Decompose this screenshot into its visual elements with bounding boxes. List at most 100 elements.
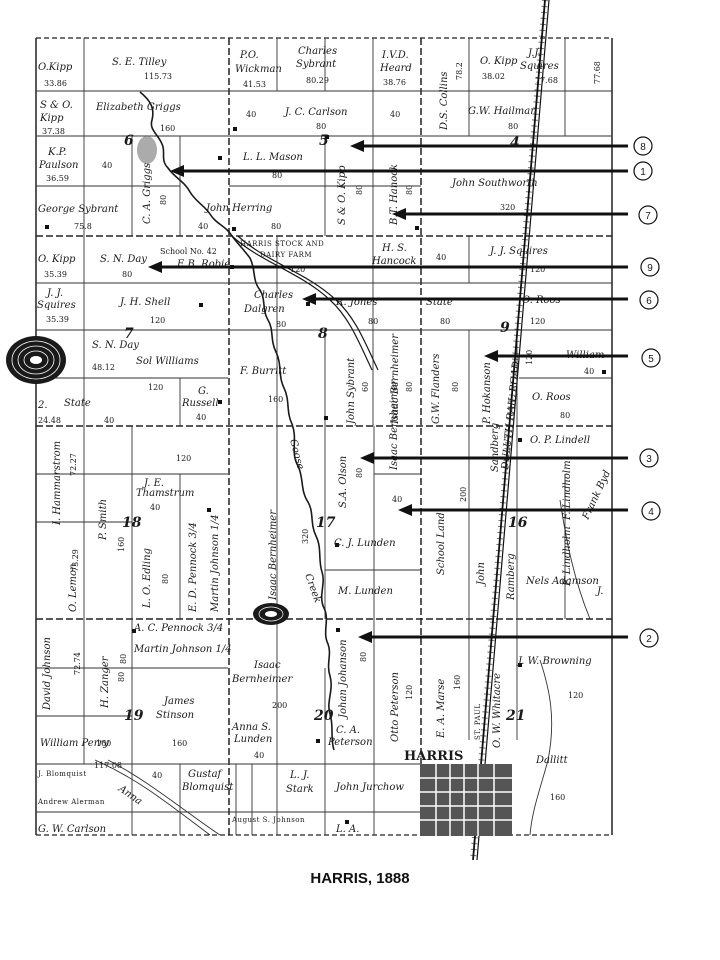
owner-label: Martin Johnson 1/4: [210, 514, 221, 613]
acreage-label: 160: [160, 124, 175, 133]
owner-label: C. A.: [336, 725, 360, 736]
owner-label: Hancock: [371, 256, 416, 267]
owner-label: Elizabeth Griggs: [95, 102, 181, 113]
owner-label: C. J. Lunden: [334, 538, 396, 549]
owner-label: G.W. Hailman: [468, 106, 537, 117]
acreage-label: 40: [436, 253, 446, 262]
railroad: [470, 0, 550, 860]
acreage-label: 80: [355, 185, 364, 195]
owner-label: Charles: [254, 290, 293, 301]
acreage-label: 80: [271, 222, 281, 231]
acreage-label: 40: [584, 367, 594, 376]
section-number: 4: [510, 135, 520, 151]
acreage-label: 75.8: [74, 222, 92, 231]
callout-number: 6: [646, 296, 652, 307]
acreage-label: 80: [451, 382, 460, 392]
parcel-lines: [36, 38, 612, 835]
lake-west: [6, 336, 66, 384]
owner-label: S.A. Olson: [338, 456, 349, 508]
owner-label: F. Lindholm: [562, 460, 573, 521]
acreage-label: 80: [272, 171, 282, 180]
owner-label: William Perry: [40, 738, 109, 749]
callout-arrow-7: [392, 208, 628, 220]
owner-label: Lunden: [233, 734, 272, 745]
owner-label: S. N. Day: [92, 340, 139, 351]
harris-town-grid: [420, 764, 512, 836]
acreage-label: 80: [161, 574, 170, 584]
acreage-label: 37.38: [42, 127, 65, 136]
owner-label: Wickman: [235, 64, 282, 75]
acreage-label: 77.68: [593, 61, 602, 84]
owner-label: Charles: [298, 46, 337, 57]
acreage-label: 80: [368, 317, 378, 326]
owner-label: Blomquist: [181, 782, 234, 793]
section-number: 20: [313, 708, 334, 724]
acreage-label: 120: [568, 691, 583, 700]
callout-marker-5: 5: [641, 348, 661, 368]
owner-label: I.V.D.: [381, 50, 409, 61]
callout-number: 7: [645, 211, 651, 222]
callout-arrow-1: [170, 165, 628, 177]
building-marks: [45, 127, 606, 824]
acreage-label: 38.02: [482, 72, 505, 81]
owner-label: John Jurchow: [334, 782, 404, 793]
acreage-label: 40: [246, 110, 256, 119]
section-number: 6: [124, 133, 134, 149]
callout-number: 5: [648, 354, 654, 365]
owner-label: Stinson: [156, 710, 194, 721]
owner-label: J. H. Shell: [118, 297, 170, 308]
acreage-label: 160: [117, 537, 126, 552]
callout-markers: 8 1 7 9 6 5 3 4 2: [633, 136, 661, 648]
callout-marker-4: 4: [641, 501, 661, 521]
callout-arrows: [148, 140, 628, 643]
section-number: 16: [508, 515, 528, 531]
owner-label: Bernheimer: [231, 674, 293, 685]
owner-label: Johan Johanson: [338, 639, 349, 720]
acreage-label: 41.53: [243, 80, 266, 89]
owner-label: James: [162, 696, 195, 707]
owner-label: S. N. Day: [100, 254, 147, 265]
callout-marker-9: 9: [640, 257, 660, 277]
goose-creek: [139, 91, 335, 751]
owner-label: J. E.: [142, 478, 164, 489]
callout-arrow-2: [358, 631, 628, 643]
acreage-label: 160: [550, 793, 565, 802]
acreage-label: 40: [152, 771, 162, 780]
owner-label: O. W. Whitacre: [492, 673, 503, 748]
owner-label: H. S.: [381, 243, 407, 254]
callout-number: 9: [647, 263, 653, 274]
owner-label: L. A.: [335, 824, 359, 835]
owner-label: State: [426, 297, 453, 308]
acreage-label: 80: [359, 652, 368, 662]
acreage-label: 160: [268, 395, 283, 404]
acreage-label: 36.59: [46, 174, 69, 183]
acreage-label: 40: [104, 416, 114, 425]
callout-number: 3: [646, 454, 652, 465]
owner-label: C. A. Griggs: [142, 163, 153, 224]
owner-label: John Southworth: [450, 178, 538, 189]
owner-label: Gustaf: [188, 769, 224, 780]
owner-label: State: [64, 398, 91, 409]
owner-label: Squires: [37, 300, 76, 311]
owner-label: Ramberg: [506, 553, 517, 601]
map-caption: HARRIS, 1888: [310, 870, 410, 887]
acreage-label: 80: [122, 270, 132, 279]
owner-label: L. J.: [289, 770, 309, 781]
acreage-label: 120: [150, 316, 165, 325]
owner-label: Anna S.: [231, 722, 271, 733]
section-number: 5: [319, 133, 329, 149]
marsh-section-6: [137, 136, 157, 164]
callout-arrow-8: [350, 140, 628, 152]
owner-label: John: [476, 562, 487, 587]
acreage-label: 160: [453, 675, 462, 690]
acreage-label: 117.08: [94, 761, 122, 770]
callout-arrow-4: [398, 504, 628, 516]
acreage-label: 80: [159, 195, 168, 205]
owner-label: S. E. Tilley: [112, 57, 167, 68]
acreage-label: 120: [290, 265, 305, 274]
owner-label: J. C. Carlson: [283, 107, 347, 118]
owner-label: Isaac Bernheimer: [268, 509, 279, 601]
owner-label: F. Lindholm: [562, 526, 573, 587]
owner-label: E. D. Pennock 3/4: [188, 522, 199, 613]
owner-label: John Sybrant: [346, 357, 357, 426]
